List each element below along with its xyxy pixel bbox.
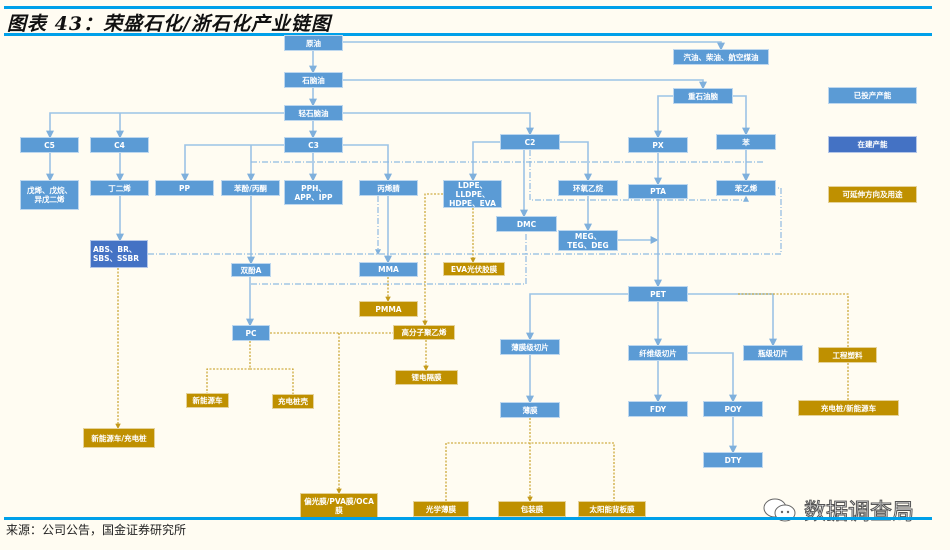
node-fdy: FDY (628, 401, 688, 417)
footer-rule (4, 517, 932, 520)
node-styrene: 苯乙烯 (716, 180, 776, 196)
title-prefix: 图表 (7, 13, 48, 35)
node-film: 薄膜 (500, 402, 560, 418)
node-phenol-acetone: 苯酚/丙酮 (221, 180, 280, 196)
watermark: 数据调查局 (762, 494, 915, 526)
node-bottle-chip: 瓶级切片 (743, 345, 803, 361)
planned-links (148, 150, 782, 285)
node-nev: 新能源车 (186, 393, 229, 408)
node-fiber-chip: 纤维级切片 (628, 345, 688, 361)
node-li-separator: 锂电隔膜 (395, 370, 458, 385)
node-dty: DTY (703, 452, 763, 468)
extension-links (115, 193, 849, 503)
node-c5: C5 (20, 137, 79, 153)
title-number: 43 (54, 13, 84, 35)
node-poy: POY (703, 401, 763, 417)
source-note: 来源：公司公告，国金证券研究所 (6, 523, 187, 537)
node-pp: PP (155, 180, 214, 196)
node-fuels: 汽油、柴油、航空煤油 (673, 49, 769, 65)
node-butadiene: 丁二烯 (90, 180, 149, 196)
node-pta: PTA (628, 184, 688, 199)
node-acrylonitrile: 丙烯腈 (359, 180, 418, 196)
node-polarizer-film: 偏光膜/PVA膜/OCA膜 (300, 493, 378, 518)
node-packaging-film: 包装膜 (498, 501, 566, 517)
watermark-text: 数据调查局 (803, 500, 915, 526)
node-uhmwpe: 高分子聚乙烯 (393, 325, 455, 340)
node-px: PX (628, 137, 688, 153)
node-dmc: DMC (496, 216, 557, 232)
node-charger-shell: 充电桩壳 (272, 394, 314, 409)
node-solar-backsheet: 太阳能背板膜 (578, 501, 646, 517)
title-top-rule (4, 6, 932, 9)
node-light-naphtha: 轻石脑油 (284, 105, 343, 121)
node-abs-br-sbs: ABS、BR、SBS、SSBR (90, 240, 148, 268)
node-polyethylene: LDPE、LLDPE、HDPE、EVA (443, 180, 502, 208)
node-pph-app-ipp: PPH、APP、IPP (284, 180, 343, 205)
node-c4: C4 (90, 137, 149, 153)
node-c5-products: 戊烯、戊烷、异戊二烯 (20, 180, 79, 210)
node-pc: PC (232, 325, 270, 341)
node-charger-nev: 充电桩/新能源车 (798, 400, 899, 416)
title-bottom-rule (4, 33, 932, 36)
legend-under-construction: 在建产能 (828, 136, 917, 153)
title-text: ：荣盛石化/浙石化产业链图 (83, 13, 332, 35)
node-meg: MEG、TEG、DEG (558, 230, 618, 251)
node-heavy-naphtha: 重石油脑 (673, 88, 733, 104)
legend-operating: 已投产产能 (828, 87, 917, 104)
node-nev-charger: 新能源车/充电桩 (83, 428, 155, 448)
node-eva-pv-film: EVA光伏胶膜 (443, 262, 505, 276)
node-ethylene-oxide: 环氧乙烷 (558, 180, 618, 196)
node-mma: MMA (359, 262, 418, 277)
figure-title: 图表 43：荣盛石化/浙石化产业链图 (7, 9, 331, 36)
node-optical-film: 光学薄膜 (413, 501, 469, 517)
solid-links (46, 41, 777, 454)
node-pmma: PMMA (359, 301, 418, 317)
node-naphtha: 石脑油 (284, 72, 343, 88)
node-benzene: 苯 (716, 134, 776, 150)
node-film-chip: 薄膜级切片 (500, 339, 560, 355)
node-c2: C2 (500, 134, 560, 150)
node-pet: PET (628, 286, 688, 302)
node-crude-oil: 原油 (284, 35, 343, 51)
legend-extension: 可延伸方向及用途 (828, 186, 917, 203)
node-bpa: 双酚A (231, 263, 271, 277)
node-c3: C3 (284, 137, 343, 153)
node-engineering-plastic: 工程塑料 (818, 347, 877, 363)
